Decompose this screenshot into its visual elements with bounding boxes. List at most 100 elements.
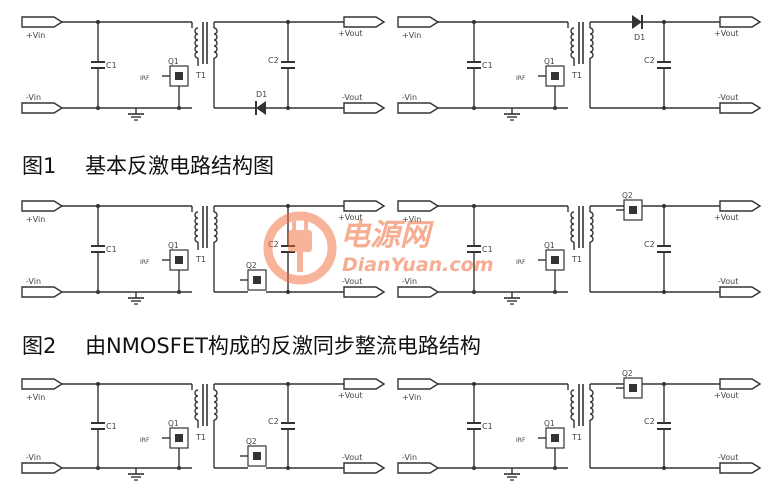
terminal-vin-neg [21, 462, 64, 474]
transformer-winding [570, 211, 575, 243]
mosfet-q1: Q1 [162, 57, 189, 87]
terminal-vout-pos [343, 378, 386, 390]
junction-dot [553, 466, 557, 470]
label-irf: IRF [516, 259, 526, 266]
mosfet-channel [551, 434, 559, 442]
label-vin-pos: +Vin [26, 31, 45, 40]
figure2-title: 由NMOSFET构成的反激同步整流电路结构 [85, 334, 481, 358]
label-vin-neg: -Vin [402, 277, 417, 286]
label-vout-neg: -Vout [342, 453, 362, 462]
mosfet-channel [175, 434, 183, 442]
mosfet-channel [175, 72, 183, 80]
label-vout-neg: -Vout [718, 453, 738, 462]
label-c1: C1 [482, 61, 493, 70]
label-c2: C2 [644, 56, 655, 65]
mosfet-label: Q1 [168, 419, 179, 428]
terminal-vout-pos [719, 200, 762, 212]
diode-triangle [632, 15, 642, 29]
mosfet-label: Q2 [246, 261, 257, 270]
label-c1: C1 [106, 245, 117, 254]
label-vout-pos: +Vout [338, 391, 363, 400]
mosfet-channel [253, 452, 261, 460]
label-c1: C1 [106, 422, 117, 431]
junction-dot [177, 106, 181, 110]
label-c1: C1 [482, 245, 493, 254]
terminal-vout-neg [343, 286, 386, 298]
figure1-number: 图1 [22, 154, 57, 178]
terminal-vout-neg [719, 462, 762, 474]
mosfet-q1: Q1 [538, 241, 565, 271]
terminal-vout-pos [719, 378, 762, 390]
figure1-title: 基本反激电路结构图 [85, 154, 275, 178]
mosfet-q2: Q2 [616, 369, 643, 399]
label-irf: IRF [140, 75, 150, 82]
label-c1: C1 [106, 61, 117, 70]
mosfet-label: Q1 [544, 57, 555, 66]
diode-d1 [632, 15, 643, 29]
label-vout-neg: -Vout [718, 277, 738, 286]
mosfet-label: Q2 [622, 191, 633, 200]
mosfet-q1: Q1 [162, 419, 189, 449]
transformer-winding [589, 389, 594, 421]
label-vout-pos: +Vout [338, 213, 363, 222]
label-vout-pos: +Vout [338, 29, 363, 38]
label-irf: IRF [516, 75, 526, 82]
terminal-vin-neg [21, 286, 64, 298]
transformer-winding [213, 211, 218, 243]
terminal-vout-neg [719, 102, 762, 114]
label-t1: T1 [571, 255, 582, 264]
figure2-number: 图2 [22, 334, 57, 358]
figure2-caption: 图2 由NMOSFET构成的反激同步整流电路结构 [22, 330, 481, 360]
mosfet-q2: Q2 [616, 191, 643, 221]
terminal-vin-pos [21, 16, 64, 28]
transformer-winding [213, 27, 218, 59]
label-vin-neg: -Vin [26, 93, 41, 102]
label-vin-pos: +Vin [26, 393, 45, 402]
terminal-vin-neg [21, 102, 64, 114]
terminal-vout-pos [343, 200, 386, 212]
label-c1: C1 [482, 422, 493, 431]
transformer-winding [570, 27, 575, 59]
label-c2: C2 [644, 417, 655, 426]
label-vout-pos: +Vout [714, 213, 739, 222]
label-vin-neg: -Vin [402, 453, 417, 462]
label-c2: C2 [644, 240, 655, 249]
label-vout-neg: -Vout [718, 93, 738, 102]
terminal-vin-pos [397, 378, 440, 390]
label-vin-neg: -Vin [26, 453, 41, 462]
label-d1: D1 [256, 90, 267, 99]
terminal-vout-neg [343, 102, 386, 114]
mosfet-q1: Q1 [538, 419, 565, 449]
label-irf: IRF [140, 259, 150, 266]
terminal-vin-neg [397, 102, 440, 114]
terminal-vin-pos [397, 16, 440, 28]
label-vin-pos: +Vin [402, 31, 421, 40]
figure1-caption: 图1 基本反激电路结构图 [22, 150, 274, 180]
mosfet-channel [551, 72, 559, 80]
transformer-winding [570, 389, 575, 421]
transformer-winding [194, 389, 199, 421]
label-t1: T1 [195, 255, 206, 264]
terminal-vin-neg [397, 286, 440, 298]
mosfet-channel [175, 256, 183, 264]
label-vin-pos: +Vin [402, 393, 421, 402]
junction-dot [177, 466, 181, 470]
diode-triangle [256, 101, 266, 115]
mosfet-channel [551, 256, 559, 264]
mosfet-channel [629, 384, 637, 392]
label-t1: T1 [571, 71, 582, 80]
label-vout-pos: +Vout [714, 391, 739, 400]
transformer-winding [213, 389, 218, 421]
